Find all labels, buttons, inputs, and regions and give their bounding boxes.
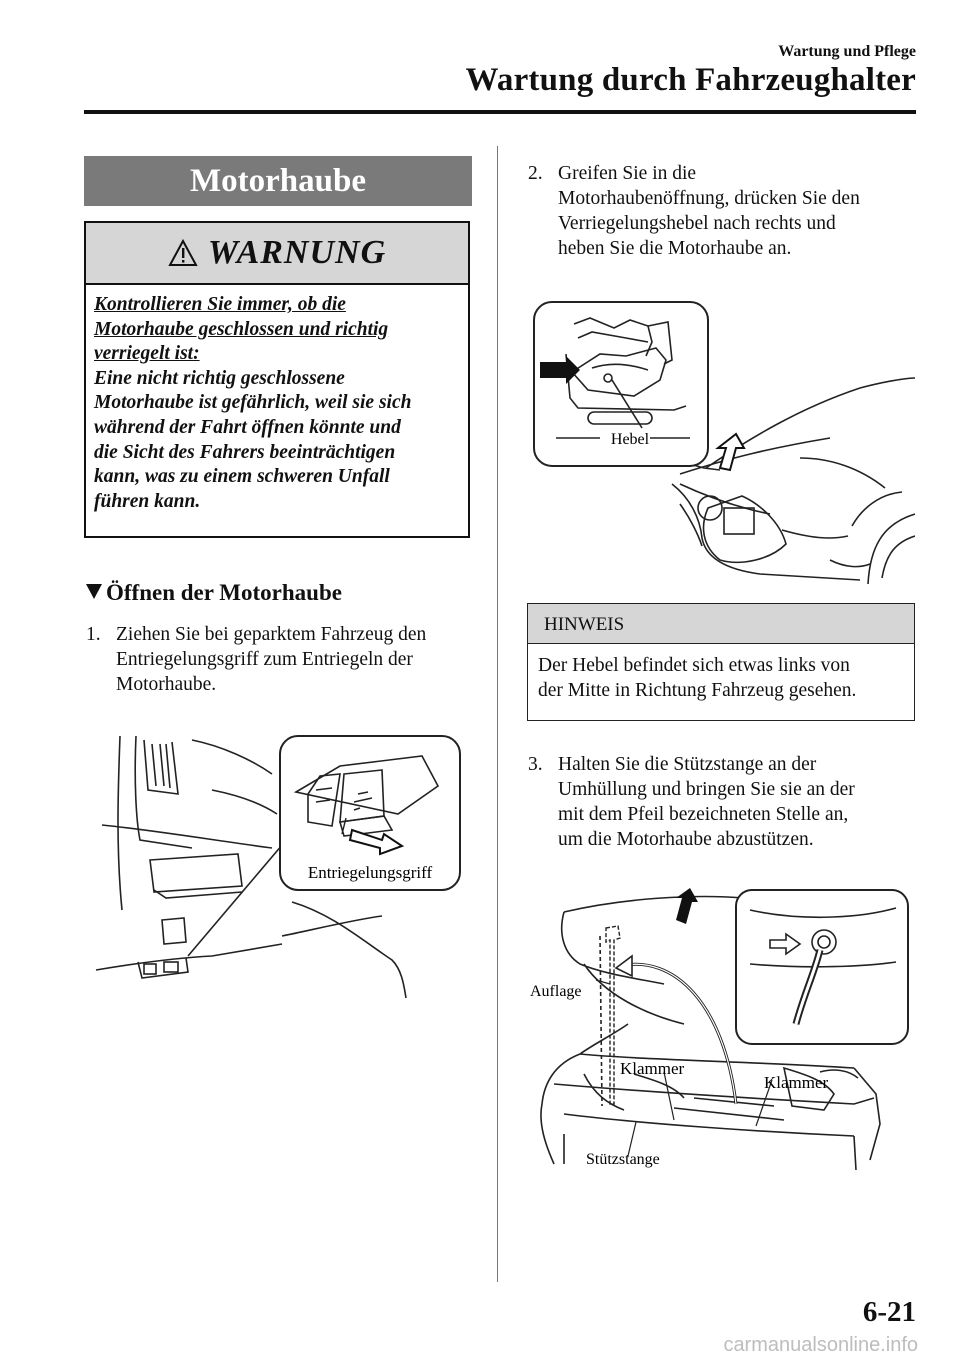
warning-line: Motorhaube geschlossen und richtig (94, 318, 389, 340)
section-title: Motorhaube (84, 156, 472, 206)
header-rule (84, 110, 916, 114)
step-number: 1. (86, 624, 101, 645)
release-handle-illustration: Entriegelungsgriff (95, 735, 461, 999)
warning-title: WARNUNG (207, 234, 387, 271)
note-header: HINWEIS (528, 604, 914, 644)
hood-lever-illustration: Hebel (533, 301, 915, 585)
warning-box: WARNUNG Kontrollieren Sie immer, ob die … (84, 221, 470, 538)
note-line: der Mitte in Richtung Fahrzeug gesehen. (538, 680, 857, 701)
klammer-right-label: Klammer (764, 1073, 829, 1092)
warning-text: Kontrollieren Sie immer, ob die Motorhau… (94, 293, 466, 514)
watermark: carmanualsonline.info (723, 1334, 918, 1356)
subheading-text: Öffnen der Motorhaube (106, 580, 342, 605)
page-number: 6-21 (862, 1296, 916, 1328)
step-line: Umhüllung und bringen Sie sie an der (558, 779, 855, 800)
warning-line: Kontrollieren Sie immer, ob die (94, 294, 346, 315)
note-line: Der Hebel befindet sich etwas links von (538, 655, 850, 676)
running-header-section: Wartung und Pflege (778, 43, 916, 60)
step-line: mit dem Pfeil bezeichneten Stelle an, (558, 804, 849, 825)
step-line: Motorhaubenöffnung, drücken Sie den (558, 188, 860, 209)
step-line: heben Sie die Motorhaube an. (558, 238, 792, 259)
support-rod-illustration: Auflage Klammer Klammer Stützstange (530, 888, 909, 1171)
step-2: 2. Greifen Sie in die Motorhaubenöffnung… (528, 161, 918, 261)
step-1: 1. Ziehen Sie bei geparktem Fahrzeug den… (86, 622, 480, 697)
release-handle-label: Entriegelungsgriff (308, 863, 433, 882)
running-header-chapter: Wartung durch Fahrzeughalter (465, 62, 916, 98)
stuetzstange-label: Stützstange (586, 1151, 660, 1168)
warning-line: verriegelt ist: (94, 343, 200, 365)
step-line: Halten Sie die Stützstange an der (558, 754, 817, 775)
warning-header: WARNUNG (86, 223, 468, 285)
warning-line: während der Fahrt öffnen könnte und (94, 416, 401, 438)
warning-triangle-icon (168, 239, 198, 266)
lever-label: Hebel (611, 431, 650, 448)
step-line: um die Motorhaube abzustützen. (558, 829, 814, 850)
step-line: Verriegelungshebel nach rechts und (558, 213, 836, 234)
warning-line: führen kann. (94, 490, 201, 512)
step-line: Ziehen Sie bei geparktem Fahrzeug den (116, 624, 427, 645)
step-number: 3. (528, 754, 543, 775)
warning-line: die Sicht des Fahrers beeinträchtigen (94, 441, 396, 463)
step-line: Greifen Sie in die (558, 163, 697, 184)
step-number: 2. (528, 163, 543, 184)
note-box: HINWEIS Der Hebel befindet sich etwas li… (527, 603, 915, 721)
auflage-label: Auflage (530, 983, 582, 1000)
column-divider (497, 146, 498, 1282)
warning-line: Motorhaube ist gefährlich, weil sie sich (94, 392, 412, 414)
step-line: Entriegelungsgriff zum Entriegeln der (116, 649, 413, 670)
step-line: Motorhaube. (116, 674, 217, 695)
klammer-left-label: Klammer (620, 1059, 685, 1078)
warning-line: kann, was zu einem schweren Unfall (94, 466, 390, 488)
triangle-bullet-icon (86, 584, 102, 599)
warning-line: Eine nicht richtig geschlossene (94, 367, 345, 389)
step-3: 3. Halten Sie die Stützstange an der Umh… (528, 752, 918, 852)
note-text: Der Hebel befindet sich etwas links von … (538, 653, 912, 703)
subheading: Öffnen der Motorhaube (86, 580, 342, 606)
note-title: HINWEIS (544, 614, 625, 635)
